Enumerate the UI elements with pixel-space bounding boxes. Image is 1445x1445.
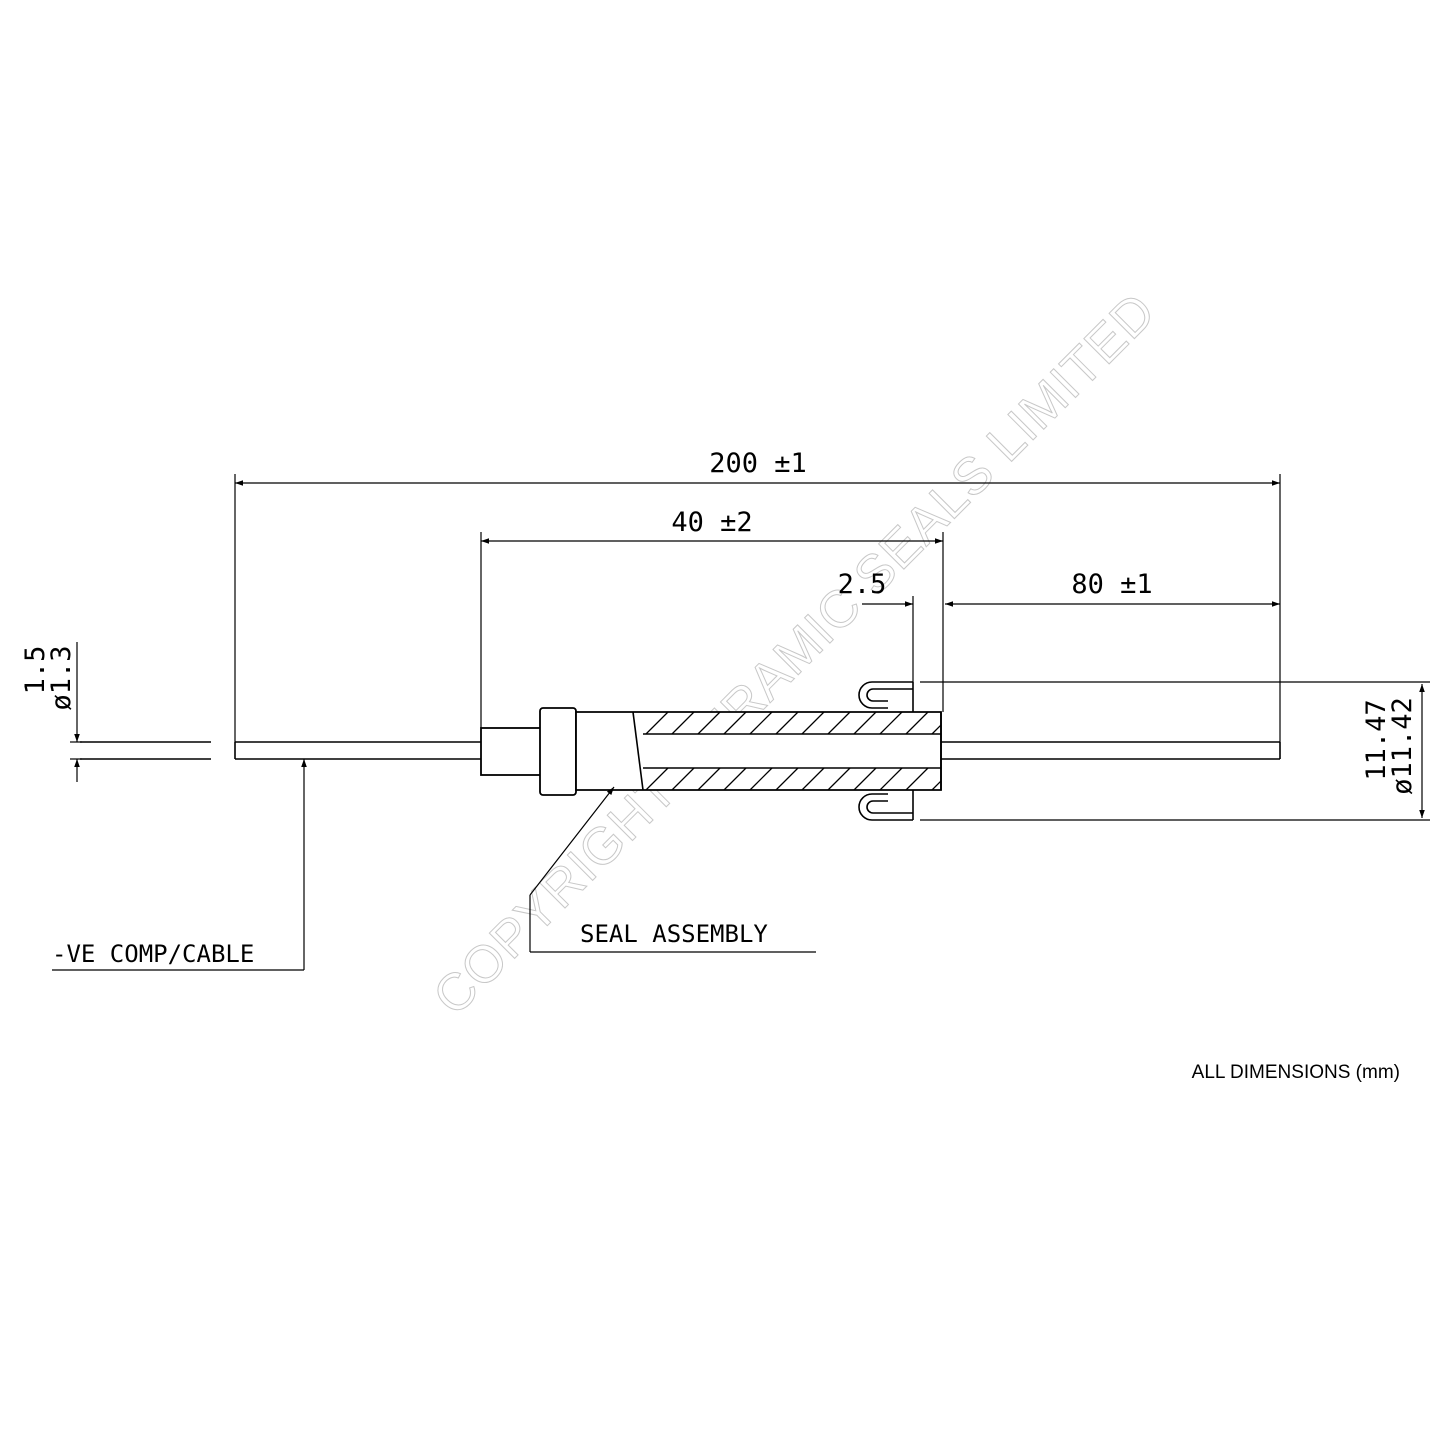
- hatch-line: [671, 712, 695, 734]
- hatch-line: [853, 712, 877, 734]
- copyright-watermark: COPYRIGHT CERAMIC SEALS LIMITED: [422, 282, 1167, 1027]
- flange-cup: [858, 681, 914, 821]
- overall-length-dim: 200 ±1: [709, 448, 807, 479]
- hatch-line: [879, 768, 903, 790]
- hatch-line: [958, 712, 980, 734]
- hatch-line: [879, 712, 903, 734]
- hatch-line: [645, 712, 669, 734]
- hatch-line: [853, 768, 877, 790]
- hatch-line: [931, 724, 941, 734]
- cable-label: -VE COMP/CABLE: [52, 940, 254, 968]
- dimension-lines: [74, 480, 1425, 818]
- seal-length-dim: 40 ±2: [671, 507, 752, 538]
- flange-outer-dim: 11.47: [1361, 699, 1392, 780]
- leader-lines: [52, 759, 816, 971]
- hatch-line: [749, 712, 773, 734]
- hatch-line: [801, 712, 825, 734]
- hatch-line: [671, 768, 695, 790]
- units-note: ALL DIMENSIONS (mm): [1191, 1062, 1400, 1083]
- seal-assembly-label: SEAL ASSEMBLY: [580, 920, 768, 948]
- seal-assembly: [480, 707, 980, 796]
- hatch-line: [775, 712, 799, 734]
- extension-lines: [70, 474, 1430, 821]
- cable-outer-dim: 1.5: [20, 646, 51, 695]
- flange-thickness-dim: 2.5: [838, 569, 887, 600]
- hatch-line: [775, 768, 799, 790]
- hatch-line: [958, 768, 980, 790]
- hatch-line: [801, 768, 825, 790]
- hatch-line: [697, 768, 721, 790]
- hatch-line: [931, 780, 941, 790]
- hatch-line: [827, 768, 851, 790]
- cable-diameter-dim: ø1.3: [46, 645, 77, 710]
- hatch-line: [723, 768, 747, 790]
- hatch-line: [697, 712, 721, 734]
- hatch-line: [827, 712, 851, 734]
- hatch-line: [905, 712, 929, 734]
- flange-diameter-dim: ø11.42: [1387, 697, 1418, 795]
- hatch-line: [723, 712, 747, 734]
- hatch-line: [645, 768, 669, 790]
- hatch-line: [749, 768, 773, 790]
- tail-length-dim: 80 ±1: [1071, 569, 1152, 600]
- hatch-line: [905, 768, 929, 790]
